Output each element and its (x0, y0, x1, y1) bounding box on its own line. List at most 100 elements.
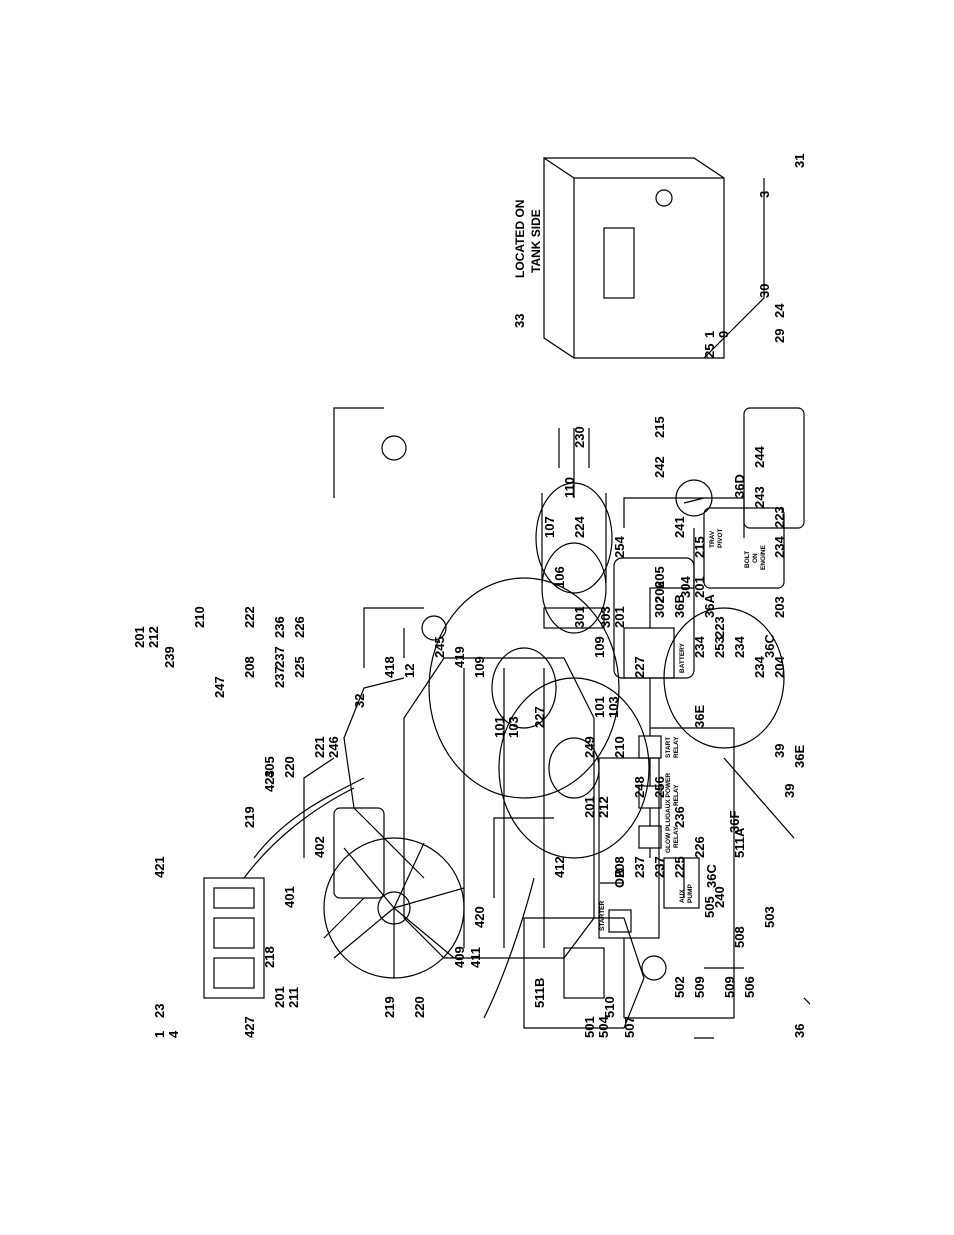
callout: 201 (612, 606, 627, 628)
callout: 247 (212, 676, 227, 698)
callout: 302 (652, 596, 667, 618)
callout: 236 (272, 616, 287, 638)
callout: 31 (792, 154, 807, 168)
callout: 205 (652, 566, 667, 588)
callout: 215 (692, 536, 707, 558)
rotated-drawing: STARTER AUX PUMP GLOW PLUG RELAY AUX POW… (104, 140, 865, 1059)
callout: 511A (732, 827, 747, 858)
bolt-engine-label-1: BOLT (744, 551, 751, 568)
callout: 103 (606, 696, 621, 718)
engine-mounts (333, 407, 744, 1039)
engine-block (303, 657, 595, 959)
callout: 412 (552, 856, 567, 878)
callout: 237 (272, 666, 287, 688)
callout: 242 (652, 456, 667, 478)
callout: 36C (762, 634, 777, 658)
callout: 245 (432, 636, 447, 658)
callout: 39 (782, 784, 797, 798)
callout: 32 (352, 694, 367, 708)
callout: 237 (632, 856, 647, 878)
callout: 226 (692, 836, 707, 858)
callout: 246 (326, 736, 341, 758)
callout: 227 (632, 656, 647, 678)
callout: 304 (678, 576, 693, 598)
bolt-engine-label-3: ENGINE (760, 544, 767, 570)
callout: 220 (282, 756, 297, 778)
callout: 106 (552, 566, 567, 588)
callout: 30 (757, 284, 772, 298)
aux-pump-box (663, 857, 700, 909)
callout: 421 (152, 856, 167, 878)
callout: 208 (612, 856, 627, 878)
callout: 109 (472, 656, 487, 678)
callout: 234 (732, 636, 747, 658)
callout: 248 (632, 776, 647, 798)
callout: 240 (712, 886, 727, 908)
glow-plug-relay-symbol (638, 825, 662, 849)
callout: 405 (262, 756, 277, 778)
air-cleaner (535, 428, 613, 634)
callout: 204 (772, 656, 787, 678)
callout: 507 (622, 1016, 637, 1038)
callout: 505 (702, 896, 717, 918)
start-relay-label-2: RELAY (673, 736, 680, 758)
callout: 109 (592, 636, 607, 658)
callout: 223 (772, 506, 787, 528)
aux-power-label-1: AUX POWER (665, 773, 672, 813)
callout: 301 (572, 606, 587, 628)
callout: 253 (712, 636, 727, 658)
callout: 36B (672, 594, 687, 618)
callout: 222 (242, 606, 257, 628)
callout: 226 (292, 616, 307, 638)
callout: 23 (152, 1004, 167, 1018)
callout: 256 (652, 776, 667, 798)
callout: 510 (602, 996, 617, 1018)
callout: 249 (582, 736, 597, 758)
start-relay-symbol (638, 735, 662, 759)
callout: 506 (742, 976, 757, 998)
callout: 511B (532, 978, 547, 1008)
callout: 39 (772, 744, 787, 758)
callout: 501 (582, 1016, 597, 1038)
callout: 236 (672, 806, 687, 828)
callout: 254 (612, 536, 627, 558)
schematic-labels: STARTER AUX PUMP GLOW PLUG RELAY AUX POW… (513, 200, 767, 931)
callout: 4 (166, 1030, 181, 1038)
callout: 420 (472, 906, 487, 928)
callout: 244 (752, 446, 767, 468)
callout: 36A (702, 594, 717, 618)
callout: 211 (286, 987, 301, 1008)
starter-label: STARTER (599, 900, 606, 931)
callout: 210 (612, 736, 627, 758)
callout: 402 (312, 836, 327, 858)
callout: 107 (542, 516, 557, 538)
callout: 101 (592, 696, 607, 718)
callout: 201 (272, 986, 287, 1008)
radiator-hoses (243, 777, 535, 1019)
callout: 234 (752, 656, 767, 678)
callout: 243 (752, 486, 767, 508)
hydraulic-pumps (613, 407, 805, 679)
callout: 36E (692, 705, 707, 728)
callout: 29 (772, 329, 787, 343)
callout: 36 (792, 1024, 807, 1038)
callout: 36C (704, 864, 719, 888)
callout: 225 (292, 656, 307, 678)
callout: 3 (757, 191, 772, 198)
glow-plug-label-1: GLOW PLUG (665, 813, 672, 853)
trav-pivot-label-2: PIVOT (717, 528, 724, 548)
callout: 203 (772, 596, 787, 618)
callout: 423 (262, 770, 277, 792)
callout: 215 (652, 416, 667, 438)
callout: 509 (722, 976, 737, 998)
diagram-canvas: STARTER AUX PUMP GLOW PLUG RELAY AUX POW… (132, 154, 865, 1059)
tank-note-line1: LOCATED ON (513, 200, 527, 278)
aux-pump-label-1: AUX (679, 889, 686, 903)
callout: 508 (732, 926, 747, 948)
callout: 224 (572, 516, 587, 538)
callout: 401 (282, 886, 297, 908)
callout: 239 (162, 646, 177, 668)
callout: 1 (152, 1031, 167, 1038)
callout: 409 (452, 946, 467, 968)
